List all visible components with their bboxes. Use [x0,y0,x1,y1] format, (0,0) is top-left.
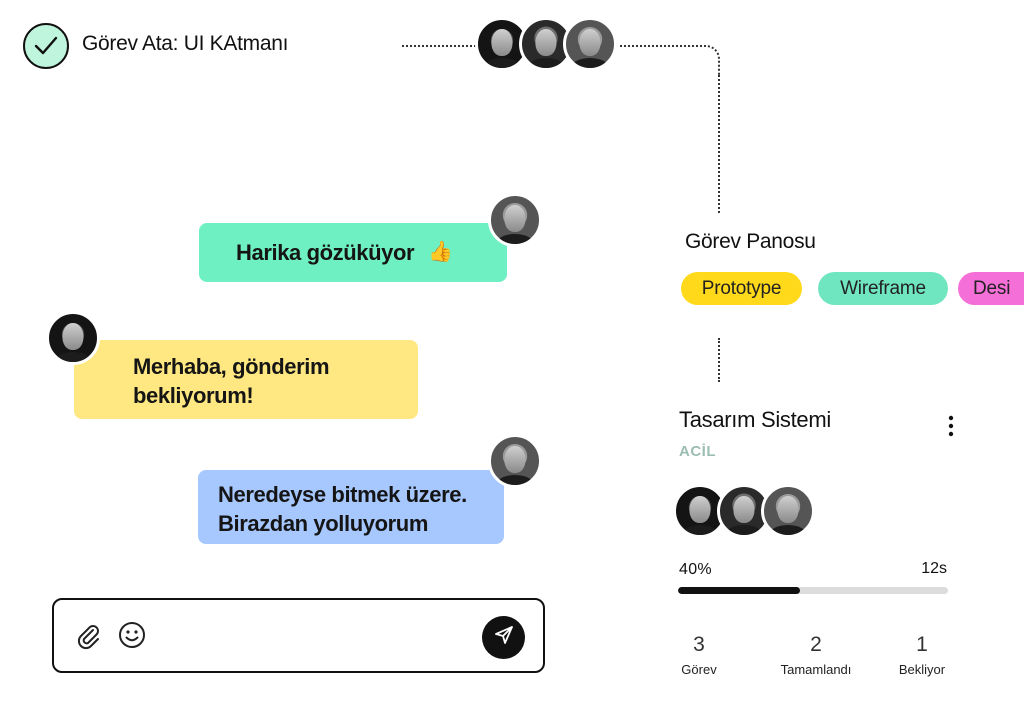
stat-tasks: 3 Görev [672,633,726,677]
message-text: bekliyorum! [133,383,254,408]
progress-bar [678,587,948,594]
time-remaining: 12s [921,560,947,577]
tag-wireframe[interactable]: Wireframe [818,272,948,305]
avatar[interactable] [761,484,815,538]
chat-message: Neredeyse bitmek üzere. Birazdan yolluyo… [198,470,504,544]
progress-percent: 40% [679,561,712,578]
message-text: Harika gözüküyor [236,240,415,265]
send-icon [493,624,515,651]
message-text: Neredeyse bitmek üzere. [218,482,467,507]
stat-value: 3 [693,633,705,656]
stat-completed: 2 Tamamlandı [768,633,864,677]
progress-bar-fill [678,587,800,594]
priority-badge: ACİL [679,443,716,460]
thumbs-up-icon: 👍 [428,241,453,263]
chat-input-box [52,598,545,673]
stat-value: 2 [810,633,822,656]
avatar [46,311,100,365]
message-text: Birazdan yolluyorum [218,511,428,536]
chat-message: Merhaba, gönderim bekliyorum! [74,340,418,419]
card-title: Tasarım Sistemi [679,407,831,432]
connector-line [718,75,720,213]
tag-design[interactable]: Desi [958,272,1024,305]
avatar [488,434,542,488]
connector-line [718,338,720,382]
stat-label: Görev [681,662,717,677]
chat-message: Harika gözüküyor 👍 [199,223,507,282]
connector-line [402,45,480,47]
paperclip-icon[interactable] [74,622,104,652]
stat-label: Tamamlandı [780,662,852,677]
message-text: Merhaba, gönderim [133,354,330,379]
check-circle-icon [23,23,69,69]
board-title: Görev Panosu [685,230,816,253]
more-vertical-icon[interactable] [938,412,964,440]
avatar[interactable] [563,17,617,71]
message-input[interactable] [158,618,468,654]
avatar [488,193,542,247]
connector-corner [688,45,720,75]
stat-label: Bekliyor [898,662,946,677]
tag-prototype[interactable]: Prototype [681,272,802,305]
smiley-icon[interactable] [117,620,147,650]
stat-pending: 1 Bekliyor [890,633,954,677]
send-button[interactable] [482,616,525,659]
stat-value: 1 [916,633,928,656]
page-title: Görev Ata: UI KAtmanı [82,32,289,55]
connector-line [620,45,690,47]
